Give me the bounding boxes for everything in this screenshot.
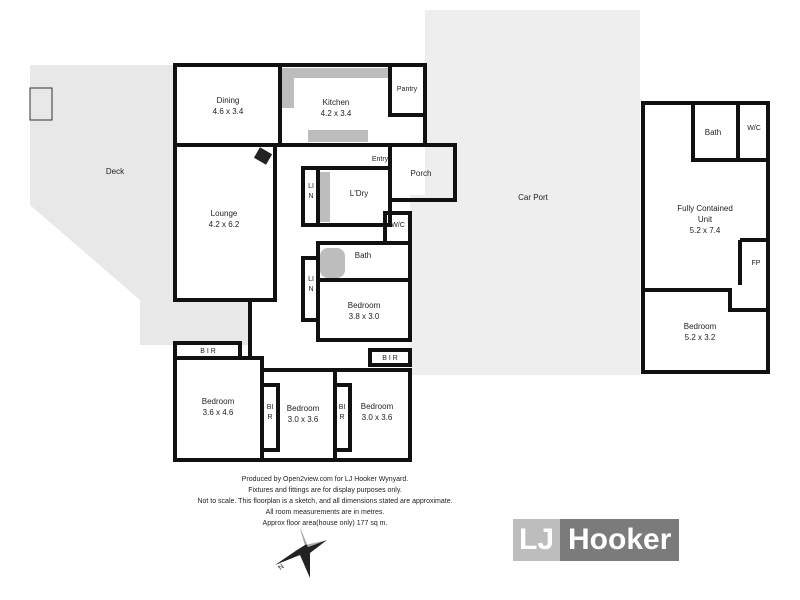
room-label-bir-b: B I R [382,355,398,362]
room-label-laundry: L'Dry [349,189,369,198]
deck-stairs [29,87,53,121]
room-label-bedroom-c: Bedroom [286,404,320,413]
room-label-wc: W/C [391,222,405,229]
room-label-bir-d: BIR [338,404,346,421]
room-label-bir-c: BIR [266,404,274,421]
room-label-unit-bath: Bath [704,128,722,137]
room-label-unit-2: Unit [697,215,713,224]
room-label-carport: Car Port [518,193,548,202]
room-size-unit: 5.2 x 7.4 [689,226,721,235]
room-label-linen-2: LIN [308,276,314,293]
disclaimer-line: Fixtures and fittings are for display pu… [248,487,402,494]
walls [173,63,770,462]
room-size-bedroom-c: 3.0 x 3.6 [287,415,319,424]
room-label-lounge: Lounge [210,209,238,218]
room-label-bath: Bath [354,251,372,260]
compass-icon [275,528,327,578]
room-label-bedroom-d: Bedroom [360,402,394,411]
deck-area [30,65,250,345]
room-size-lounge: 4.2 x 6.2 [208,220,240,229]
room-label-deck: Deck [105,167,125,176]
logo-part-lj: LJ [513,519,561,561]
room-size-kitchen: 4.2 x 3.4 [320,109,352,118]
room-size-bedroom-a: 3.8 x 3.0 [348,312,380,321]
room-label-porch: Porch [410,169,432,178]
fireplace [253,147,273,165]
room-label-bir-a: B I R [200,348,216,355]
room-size-bedroom-d: 3.0 x 3.6 [361,413,393,422]
disclaimer-line: Not to scale. This floorplan is a sketch… [197,498,453,505]
room-label-unit-bedroom: Bedroom [683,322,717,331]
room-size-bedroom-b: 3.6 x 4.6 [202,408,234,417]
disclaimer: Produced by Open2view.com for LJ Hooker … [197,474,452,529]
room-label-bedroom-b: Bedroom [201,397,235,406]
fixtures [280,68,388,278]
room-label-unit-wc: W/C [747,125,761,132]
room-size-unit-bedroom: 5.2 x 3.2 [684,333,716,342]
room-label-unit-1: Fully Contained [677,204,733,213]
lj-hooker-logo: LJ Hooker [513,519,680,561]
disclaimer-line: Approx floor area(house only) 177 sq m. [262,520,388,527]
room-label-bedroom-a: Bedroom [347,301,381,310]
disclaimer-line: Produced by Open2view.com for LJ Hooker … [241,476,409,483]
logo-part-hooker: Hooker [560,519,680,561]
room-size-dining: 4.6 x 3.4 [212,107,244,116]
room-label-dining: Dining [216,96,240,105]
room-label-unit-fp: FP [751,260,761,267]
room-label-linen-1: LIN [308,183,314,200]
carport-area [410,10,640,375]
room-label-kitchen: Kitchen [322,98,350,107]
room-label-entry: Entry [371,156,389,163]
room-label-pantry: Pantry [396,86,418,93]
disclaimer-line: All room measurements are in metres. [265,509,385,516]
